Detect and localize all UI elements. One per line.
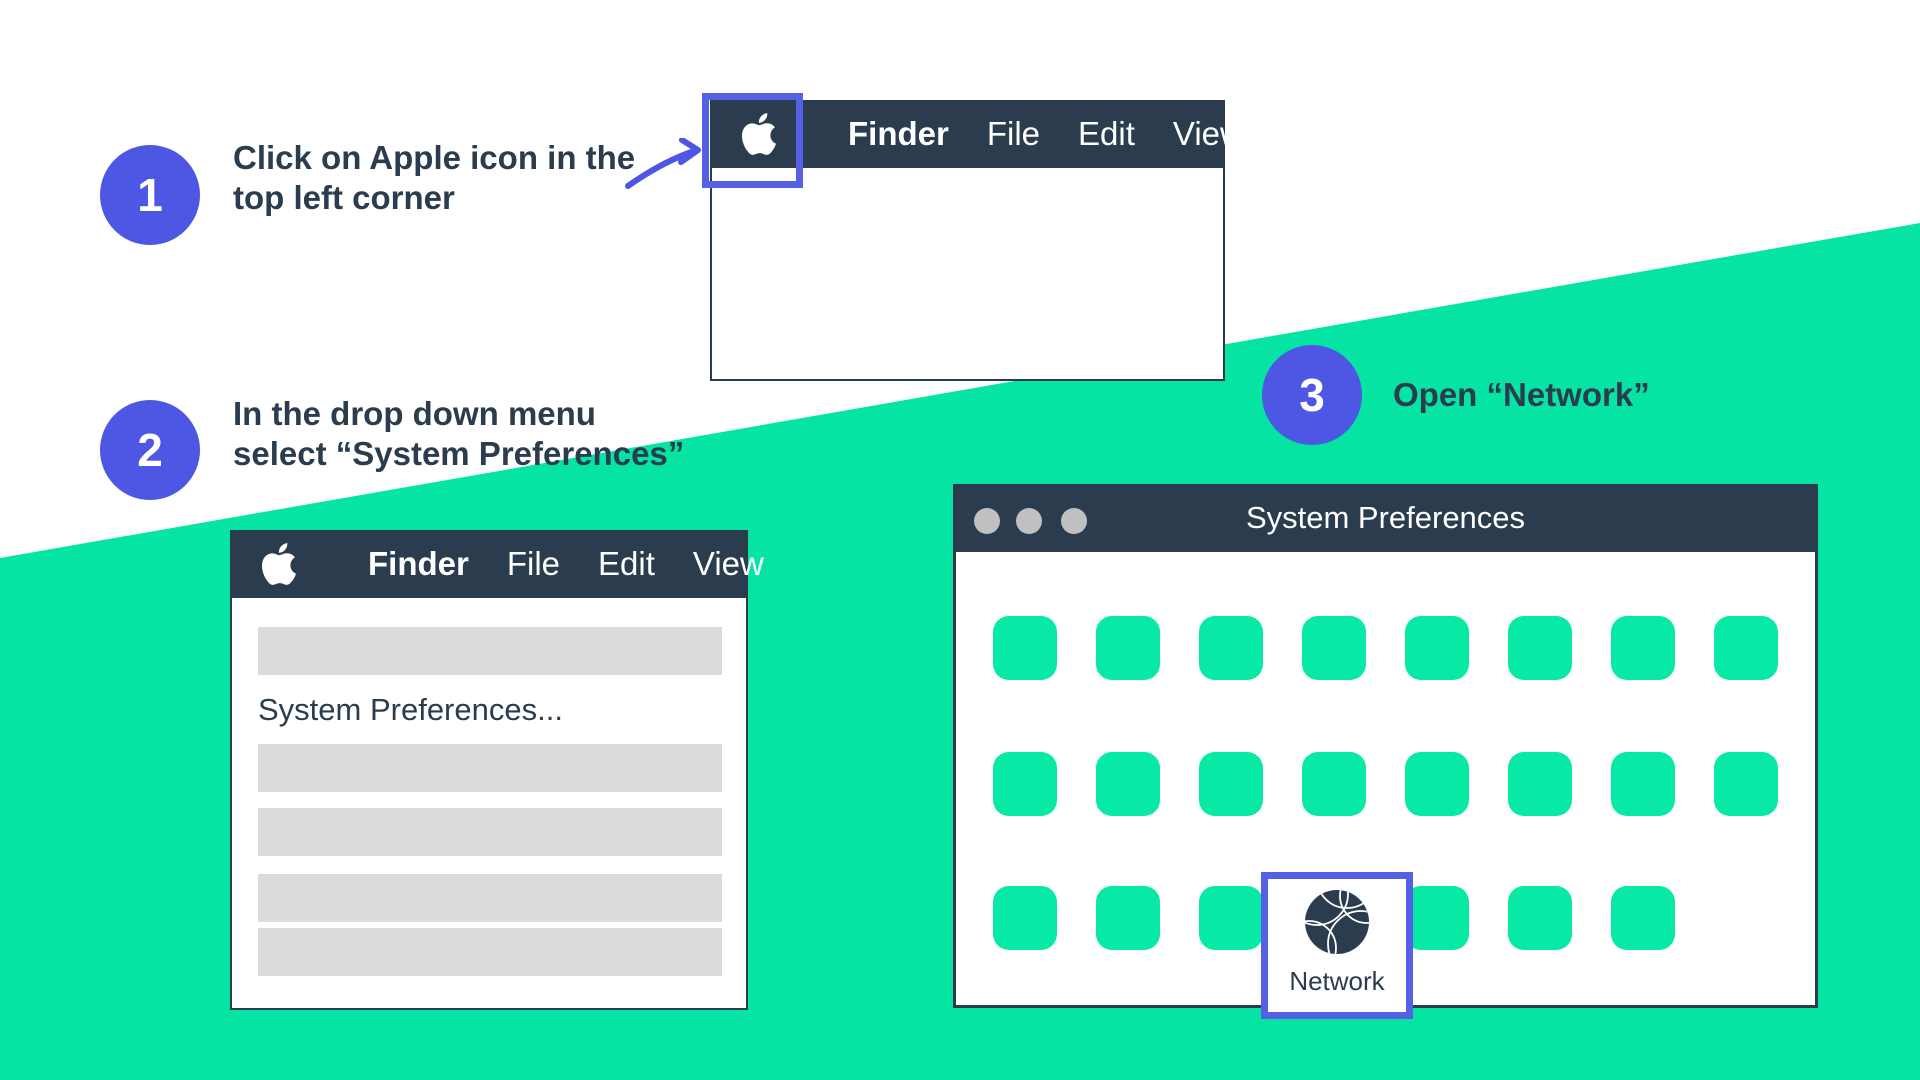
dropdown-menu-window: Finder File Edit View System Preferences… (230, 530, 764, 1010)
app-icon-placeholder[interactable] (1714, 752, 1778, 816)
app-icon-placeholder[interactable] (1096, 886, 1160, 950)
menu-item-file[interactable]: File (986, 115, 1041, 152)
apple-logo-icon[interactable] (742, 113, 776, 155)
step-1-badge: 1 (100, 145, 200, 245)
app-icon-placeholder[interactable] (1508, 616, 1572, 680)
app-icon-placeholder[interactable] (1508, 752, 1572, 816)
menu-item-finder[interactable]: Finder (848, 115, 949, 152)
pointer-arrow-icon (625, 138, 701, 189)
app-icon-placeholder[interactable] (993, 616, 1057, 680)
network-highlight-box: Network (1261, 872, 1413, 1019)
menu-item-finder[interactable]: Finder (368, 545, 469, 582)
step-2-badge: 2 (100, 400, 200, 500)
step-2-caption-line-1: In the drop down menu (233, 395, 596, 432)
app-icon-placeholder[interactable] (1199, 616, 1263, 680)
app-icon-row (993, 752, 1778, 816)
traffic-light-close-icon[interactable] (974, 508, 1000, 534)
menu-item-view[interactable]: View (692, 545, 764, 582)
app-icon-placeholder[interactable] (1096, 752, 1160, 816)
traffic-light-minimize-icon[interactable] (1016, 508, 1042, 534)
step-1-caption-line-2: top left corner (233, 179, 455, 216)
menu-item-edit[interactable]: Edit (598, 545, 655, 582)
step-1-number: 1 (137, 169, 163, 221)
app-icon-placeholder[interactable] (1199, 886, 1263, 950)
system-preferences-window: System Preferences Network (953, 484, 1818, 1019)
title-bar: System Preferences (953, 484, 1818, 552)
menu-item-view[interactable]: View (1172, 115, 1244, 152)
menu-item-placeholder (258, 744, 722, 792)
step-2-caption: In the drop down menu select “System Pre… (233, 394, 684, 474)
step-2-caption-line-2: select “System Preferences” (233, 435, 685, 472)
app-icon-placeholder[interactable] (1302, 752, 1366, 816)
menu-bar: Finder File Edit View (710, 100, 1244, 168)
app-icon-placeholder[interactable] (1611, 752, 1675, 816)
app-icon-placeholder[interactable] (1405, 886, 1469, 950)
app-icon-placeholder[interactable] (1405, 752, 1469, 816)
menu-item-placeholder (258, 627, 722, 675)
menu-item-edit[interactable]: Edit (1078, 115, 1135, 152)
app-icon-placeholder[interactable] (1714, 616, 1778, 680)
app-icon-placeholder[interactable] (1508, 886, 1572, 950)
app-icon-placeholder[interactable] (1611, 616, 1675, 680)
app-icon-placeholder[interactable] (1096, 616, 1160, 680)
menu-item-placeholder (258, 808, 722, 856)
step-2-number: 2 (137, 424, 163, 476)
network-globe-icon[interactable] (1303, 888, 1371, 961)
step-1-caption-line-1: Click on Apple icon in the (233, 139, 636, 176)
menu-item-placeholder (258, 928, 722, 976)
menu-bar-window: Finder File Edit View (710, 100, 1244, 381)
apple-icon-highlight-box (702, 93, 803, 188)
empty-slot (1714, 886, 1778, 950)
step-1-caption: Click on Apple icon in the top left corn… (233, 138, 635, 218)
app-icon-placeholder[interactable] (1302, 616, 1366, 680)
step-3-badge: 3 (1262, 345, 1362, 445)
system-preferences-menu-item[interactable]: System Preferences... (258, 692, 563, 727)
menu-item-file[interactable]: File (506, 545, 561, 582)
step-3-number: 3 (1299, 369, 1325, 421)
menu-item-placeholder (258, 874, 722, 922)
window-title: System Preferences (1245, 500, 1526, 535)
app-icon-placeholder[interactable] (1405, 616, 1469, 680)
menu-bar: Finder File Edit View (230, 530, 764, 598)
traffic-light-zoom-icon[interactable] (1061, 508, 1087, 534)
app-icon-row (993, 616, 1778, 680)
app-icon-placeholder[interactable] (993, 752, 1057, 816)
network-app-label[interactable]: Network (1289, 966, 1385, 996)
app-icon-placeholder[interactable] (993, 886, 1057, 950)
app-icon-placeholder[interactable] (1199, 752, 1263, 816)
apple-logo-icon[interactable] (262, 543, 296, 585)
app-icon-placeholder[interactable] (1611, 886, 1675, 950)
app-icon-row (993, 886, 1778, 950)
step-3-caption: Open “Network” (1393, 375, 1650, 415)
step-3-caption-line-1: Open “Network” (1393, 376, 1650, 413)
app-icon-grid (956, 555, 1815, 1005)
